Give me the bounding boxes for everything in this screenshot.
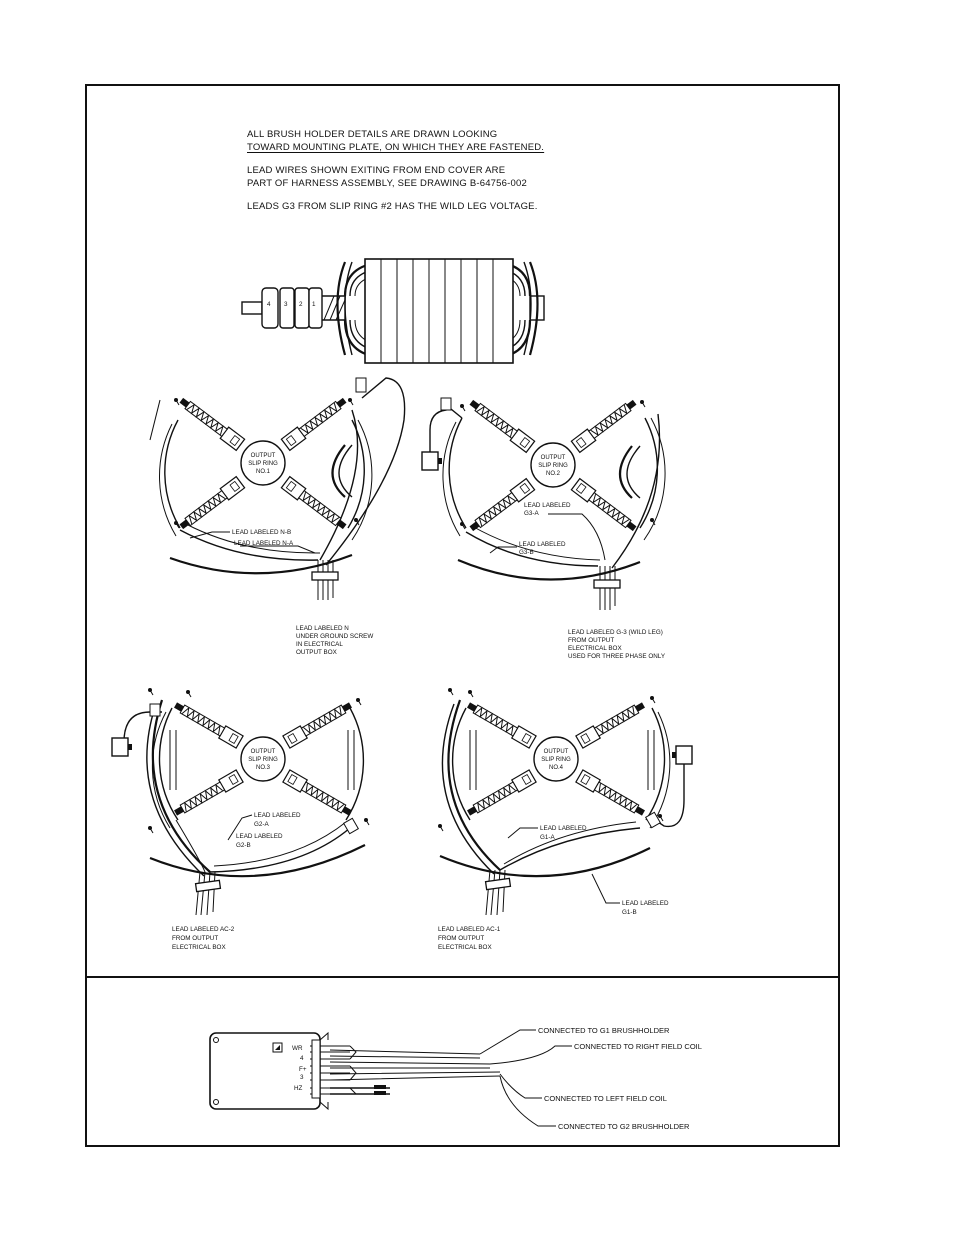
lead-label-g3-line1: LEAD LABELED G-3 (WILD LEG) xyxy=(568,629,663,636)
hub-label-number-1: NO.1 xyxy=(256,469,271,475)
lead-label-ac1-line3: ELECTRICAL BOX xyxy=(438,944,492,951)
ring-number-4: 4 xyxy=(267,301,271,308)
lead-label-n-line3: IN ELECTRICAL xyxy=(296,641,343,648)
slip-ring-assembly-1: OUTPUT SLIP RING NO.1 LEAD LABELED N-B L… xyxy=(149,377,406,656)
hub-label-slip-ring-2: SLIP RING xyxy=(538,463,568,469)
terminal-wr: WR xyxy=(292,1045,303,1052)
terminal-4: 4 xyxy=(300,1055,304,1062)
note-3: LEADS G3 FROM SLIP RING #2 HAS THE WILD … xyxy=(247,201,538,212)
lead-label-g3-b-line2: G3-B xyxy=(519,549,534,556)
lead-label-n-line1: LEAD LABELED N xyxy=(296,625,349,632)
ring-number-2: 2 xyxy=(299,301,303,308)
lead-label-n-a: LEAD LABELED N-A xyxy=(234,540,294,547)
hub-label-number-2: NO.2 xyxy=(546,471,561,477)
terminal-hz: HZ xyxy=(294,1085,303,1092)
lead-label-g3-line4: USED FOR THREE PHASE ONLY xyxy=(568,653,666,660)
lead-label-g2-a-line2: G2-A xyxy=(254,821,269,828)
hub-label-slip-ring-4: SLIP RING xyxy=(541,757,571,763)
hub-label-slip-ring-3: SLIP RING xyxy=(248,757,278,763)
lead-label-ac2-line3: ELECTRICAL BOX xyxy=(172,944,226,951)
slip-ring-assembly-3: OUTPUT SLIP RING NO.3 LEAD LABELED G2-A … xyxy=(111,687,370,951)
connection-left-field-coil: CONNECTED TO LEFT FIELD COIL xyxy=(544,1094,667,1103)
slip-ring-assembly-4: OUTPUT SLIP RING NO.4 LEAD LABELED G1-A … xyxy=(437,687,693,951)
terminal-3: 3 xyxy=(300,1074,304,1081)
rotor-assembly: 4 3 2 1 xyxy=(241,258,545,364)
hub-label-output-4: OUTPUT xyxy=(544,749,569,755)
hub-label-output-3: OUTPUT xyxy=(251,749,276,755)
lead-label-g3-a-line1: LEAD LABELED xyxy=(524,502,571,509)
lead-label-ac2-line1: LEAD LABELED AC-2 xyxy=(172,926,235,933)
section-divider xyxy=(85,976,840,978)
lead-label-g3-a-line2: G3-A xyxy=(524,510,539,517)
note-2: LEAD WIRES SHOWN EXITING FROM END COVER … xyxy=(247,165,527,189)
lead-label-g3-line3: ELECTRICAL BOX xyxy=(568,645,622,652)
lead-label-ac1-line1: LEAD LABELED AC-1 xyxy=(438,926,501,933)
slip-ring-assembly-2: OUTPUT SLIP RING NO.2 LEAD LABELED G3-A … xyxy=(421,396,666,660)
ring-number-3: 3 xyxy=(284,301,288,308)
lead-label-n-line4: OUTPUT BOX xyxy=(296,649,338,656)
lead-label-g3-b-line1: LEAD LABELED xyxy=(519,541,566,548)
connection-g1-brushholder: CONNECTED TO G1 BRUSHHOLDER xyxy=(538,1026,670,1035)
hub-label-output-2: OUTPUT xyxy=(541,455,566,461)
lead-label-g2-b-line2: G2-B xyxy=(236,842,251,849)
lead-label-ac2-line2: FROM OUTPUT xyxy=(172,935,218,942)
hub-label-slip-ring-1: SLIP RING xyxy=(248,461,278,467)
lead-label-n-line2: UNDER GROUND SCREW xyxy=(296,633,373,640)
note-1: ALL BRUSH HOLDER DETAILS ARE DRAWN LOOKI… xyxy=(247,129,545,153)
lead-label-g3-line2: FROM OUTPUT xyxy=(568,637,614,644)
drawing-frame xyxy=(85,84,840,1147)
hub-label-number-4: NO.4 xyxy=(549,765,564,771)
lead-label-g2-a-line1: LEAD LABELED xyxy=(254,812,301,819)
slip-ring-numbers: 4 3 2 1 xyxy=(267,301,316,308)
lead-label-ac1-line2: FROM OUTPUT xyxy=(438,935,484,942)
lead-label-g1-a-line1: LEAD LABELED xyxy=(540,825,587,832)
lead-label-g2-b-line1: LEAD LABELED xyxy=(236,833,283,840)
connection-g2-brushholder: CONNECTED TO G2 BRUSHHOLDER xyxy=(558,1122,690,1131)
hub-label-number-3: NO.3 xyxy=(256,765,271,771)
hub-label-output-1: OUTPUT xyxy=(251,453,276,459)
lead-label-g1-b-line1: LEAD LABELED xyxy=(622,900,669,907)
terminal-f-plus: F+ xyxy=(299,1066,307,1073)
ring-number-1: 1 xyxy=(312,301,316,308)
lead-label-g1-b-line2: G1-B xyxy=(622,909,637,916)
lead-label-g1-a-line2: G1-A xyxy=(540,834,555,841)
voltage-regulator-wiring: WR 4 F+ 3 HZ CONNECTED TO G1 BRUSHHOLDER… xyxy=(209,1026,702,1131)
lead-label-n-b: LEAD LABELED N-B xyxy=(232,529,291,536)
connection-right-field-coil: CONNECTED TO RIGHT FIELD COIL xyxy=(574,1042,702,1051)
drawing-notes: ALL BRUSH HOLDER DETAILS ARE DRAWN LOOKI… xyxy=(247,128,544,223)
